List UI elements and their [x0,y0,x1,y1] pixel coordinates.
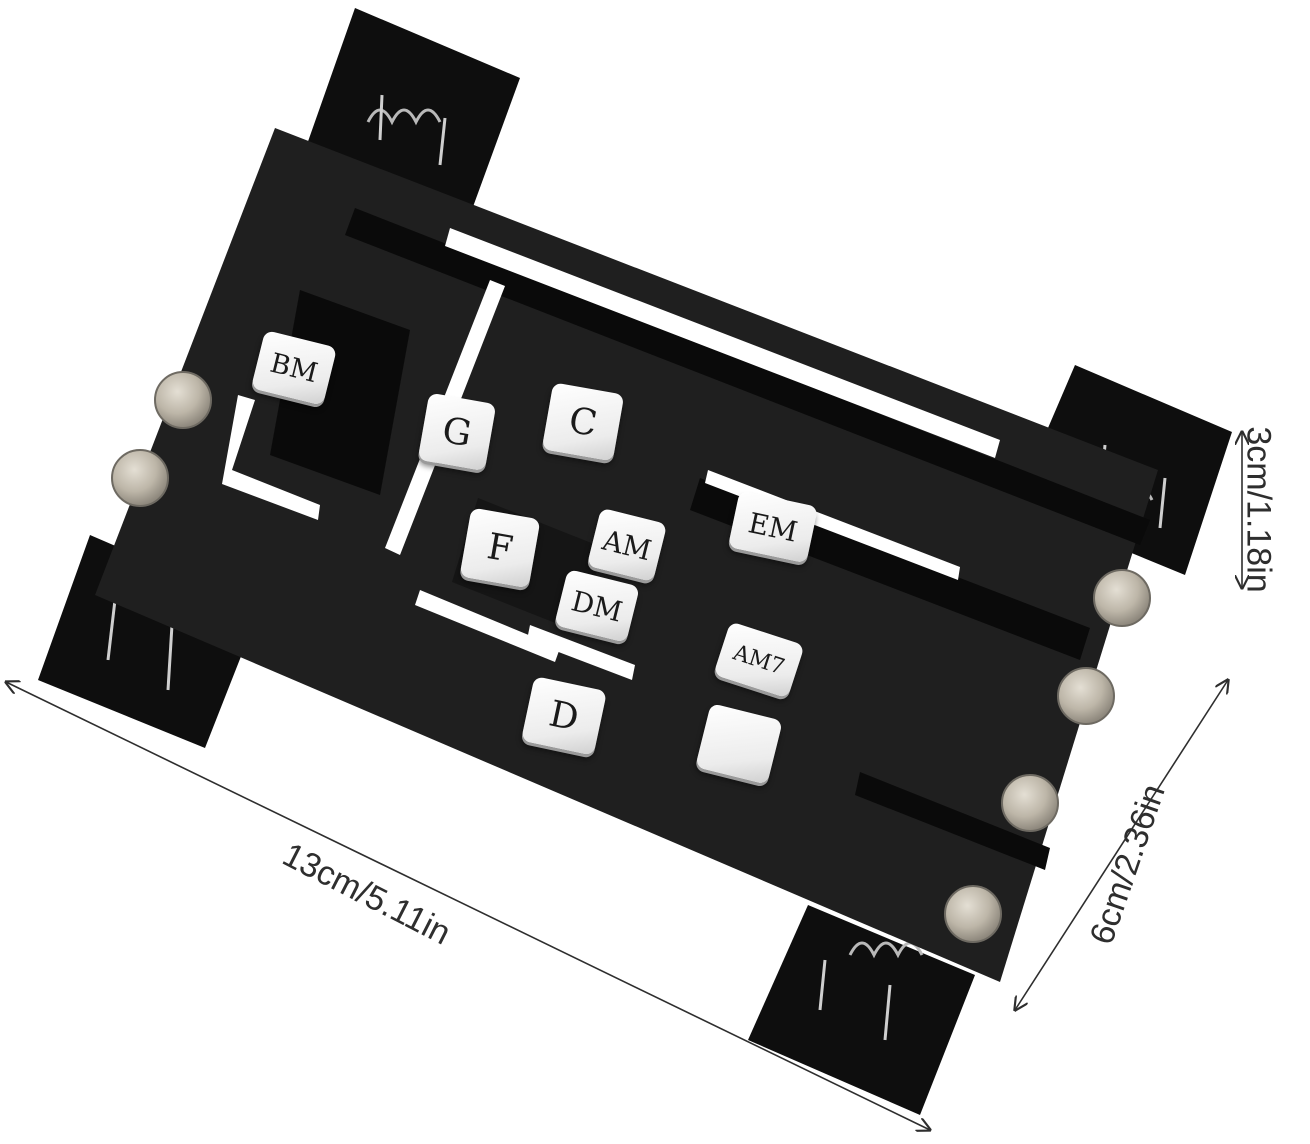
depth-dimension-line [1015,680,1228,1010]
screw-1 [154,371,212,429]
height-dimension-label: 3cm/1.18in [1239,426,1278,593]
chord-key-f[interactable]: F [459,507,541,589]
dimension-lines [6,432,1242,1130]
screw-2 [111,449,169,507]
screw-6 [944,885,1002,943]
screw-3 [1093,569,1151,627]
width-dimension-line [6,682,930,1130]
screw-5 [1001,774,1059,832]
chord-key-g[interactable]: G [417,392,497,472]
chord-key-c[interactable]: C [541,382,625,462]
screw-4 [1057,667,1115,725]
